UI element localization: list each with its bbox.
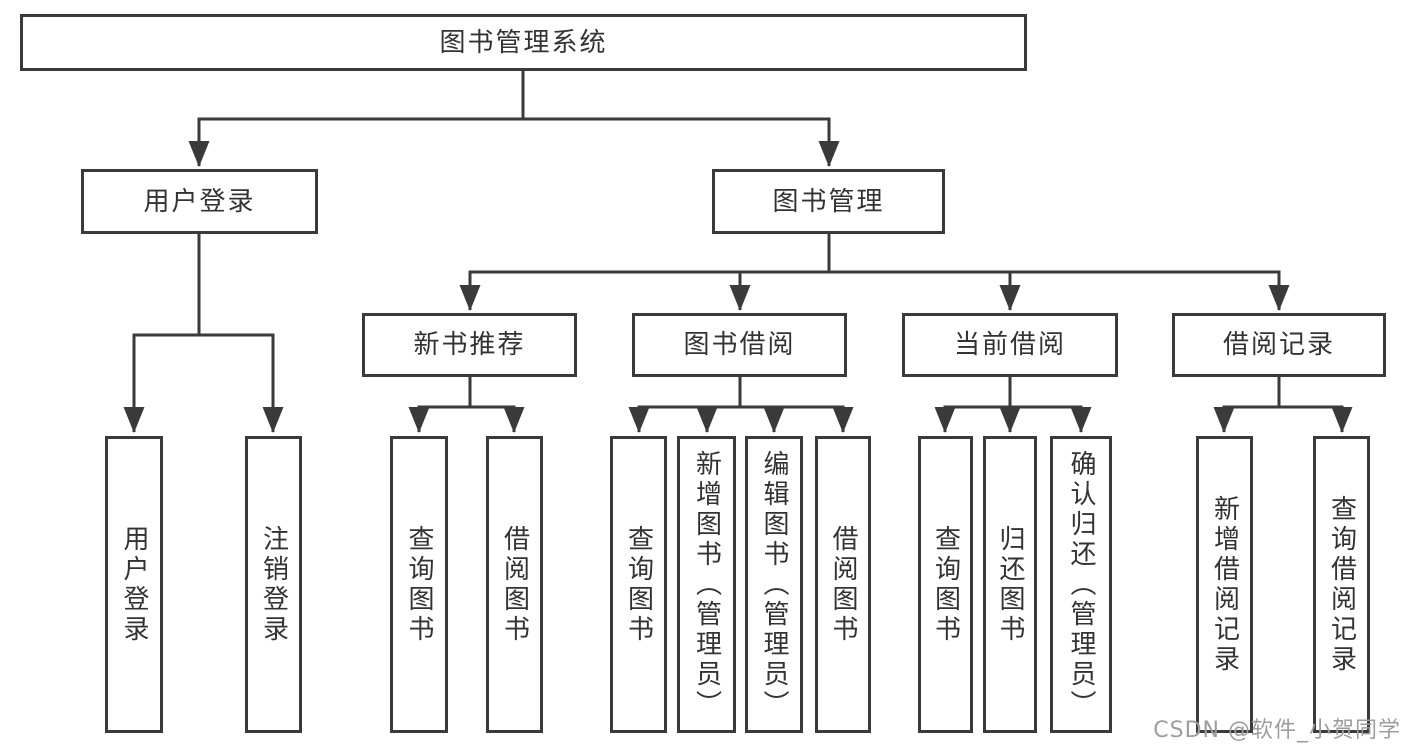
node-logout-action: 注销登录 xyxy=(245,436,302,733)
node-label: 图书管理 xyxy=(772,186,885,217)
node-current-borrowing: 当前借阅 xyxy=(902,313,1118,377)
node-return-books: 归还图书 xyxy=(983,436,1037,733)
node-search-borrow-record: 查询借阅记录 xyxy=(1313,436,1370,733)
node-book-management: 图书管理 xyxy=(712,169,945,234)
node-label: 用户登录 xyxy=(143,186,256,217)
node-borrow-books-recommend: 借阅图书 xyxy=(486,436,543,733)
node-borrow-books: 借阅图书 xyxy=(815,436,871,733)
node-label: 借阅图书 xyxy=(499,524,530,645)
node-label: 查询借阅记录 xyxy=(1326,494,1357,675)
node-user-login: 用户登录 xyxy=(81,169,318,234)
node-borrowing-records: 借阅记录 xyxy=(1172,313,1386,377)
node-label: 图书借阅 xyxy=(683,330,796,360)
node-label: 借阅图书 xyxy=(828,524,858,645)
node-label: 查询图书 xyxy=(623,524,654,645)
node-add-borrow-record: 新增借阅记录 xyxy=(1196,436,1253,733)
node-label: 查询图书 xyxy=(404,524,434,645)
node-label: 借阅记录 xyxy=(1222,330,1335,360)
node-add-books-admin: 新增图书（管理员） xyxy=(677,436,736,733)
node-label: 用户登录 xyxy=(119,524,149,645)
node-library-management-system: 图书管理系统 xyxy=(20,14,1027,71)
node-book-borrowing: 图书借阅 xyxy=(632,313,847,377)
node-search-books-current: 查询图书 xyxy=(918,436,973,733)
node-label: 当前借阅 xyxy=(953,330,1066,360)
node-label: 图书管理系统 xyxy=(439,27,608,58)
node-label: 确认归还（管理员） xyxy=(1066,449,1096,720)
node-label: 新增图书（管理员） xyxy=(691,449,722,720)
node-search-books-borrow: 查询图书 xyxy=(610,436,667,733)
node-label: 新书推荐 xyxy=(413,330,526,360)
node-label: 编辑图书（管理员） xyxy=(759,449,789,720)
node-label: 查询图书 xyxy=(930,524,961,645)
node-edit-books-admin: 编辑图书（管理员） xyxy=(745,436,803,733)
node-label: 新增借阅记录 xyxy=(1209,494,1240,675)
node-confirm-return-admin: 确认归还（管理员） xyxy=(1050,436,1112,733)
node-label: 注销登录 xyxy=(258,524,289,645)
node-label: 归还图书 xyxy=(995,524,1025,645)
node-search-books-recommend: 查询图书 xyxy=(390,436,448,733)
node-new-book-recommendation: 新书推荐 xyxy=(362,313,577,377)
node-user-login-action: 用户登录 xyxy=(105,436,163,733)
csdn-watermark: CSDN @软件_小贺同学 xyxy=(1153,718,1401,743)
